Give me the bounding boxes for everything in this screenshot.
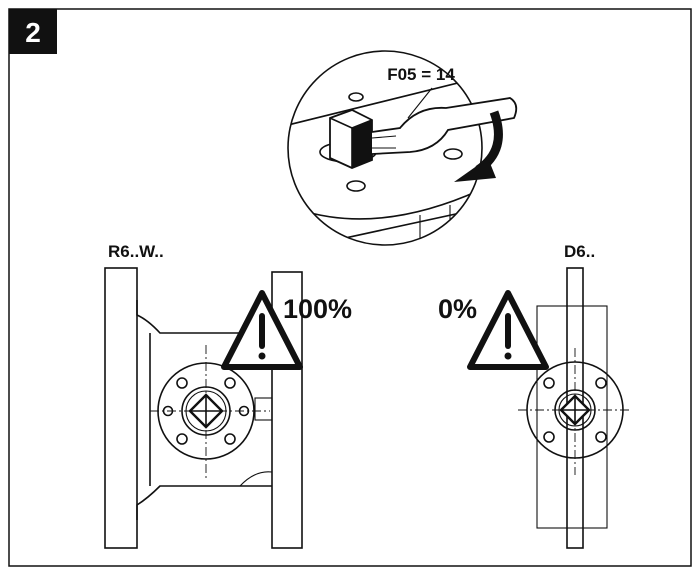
valve-model-label-d6: D6.. xyxy=(564,242,595,261)
rotation-arrow-icon xyxy=(454,110,503,182)
valve-model-label-r6w: R6..W.. xyxy=(108,242,164,261)
step-number: 2 xyxy=(25,17,41,48)
warning-triangle-icon xyxy=(221,290,303,370)
wrench-icon xyxy=(371,97,518,155)
warning-triangle-icon xyxy=(467,290,549,370)
open-percent-label-r6w: 100% xyxy=(283,294,352,324)
valve-r6w-drawing xyxy=(104,267,303,549)
wrench-detail-view: F05 = 14 xyxy=(287,50,518,246)
valve-d6-drawing xyxy=(518,267,632,549)
label-leader-line xyxy=(407,87,433,119)
step-badge: 2 xyxy=(9,9,57,54)
figure-frame xyxy=(8,8,692,567)
open-percent-label-d6: 0% xyxy=(438,294,477,324)
wrench-size-label: F05 = 14 xyxy=(387,65,455,84)
